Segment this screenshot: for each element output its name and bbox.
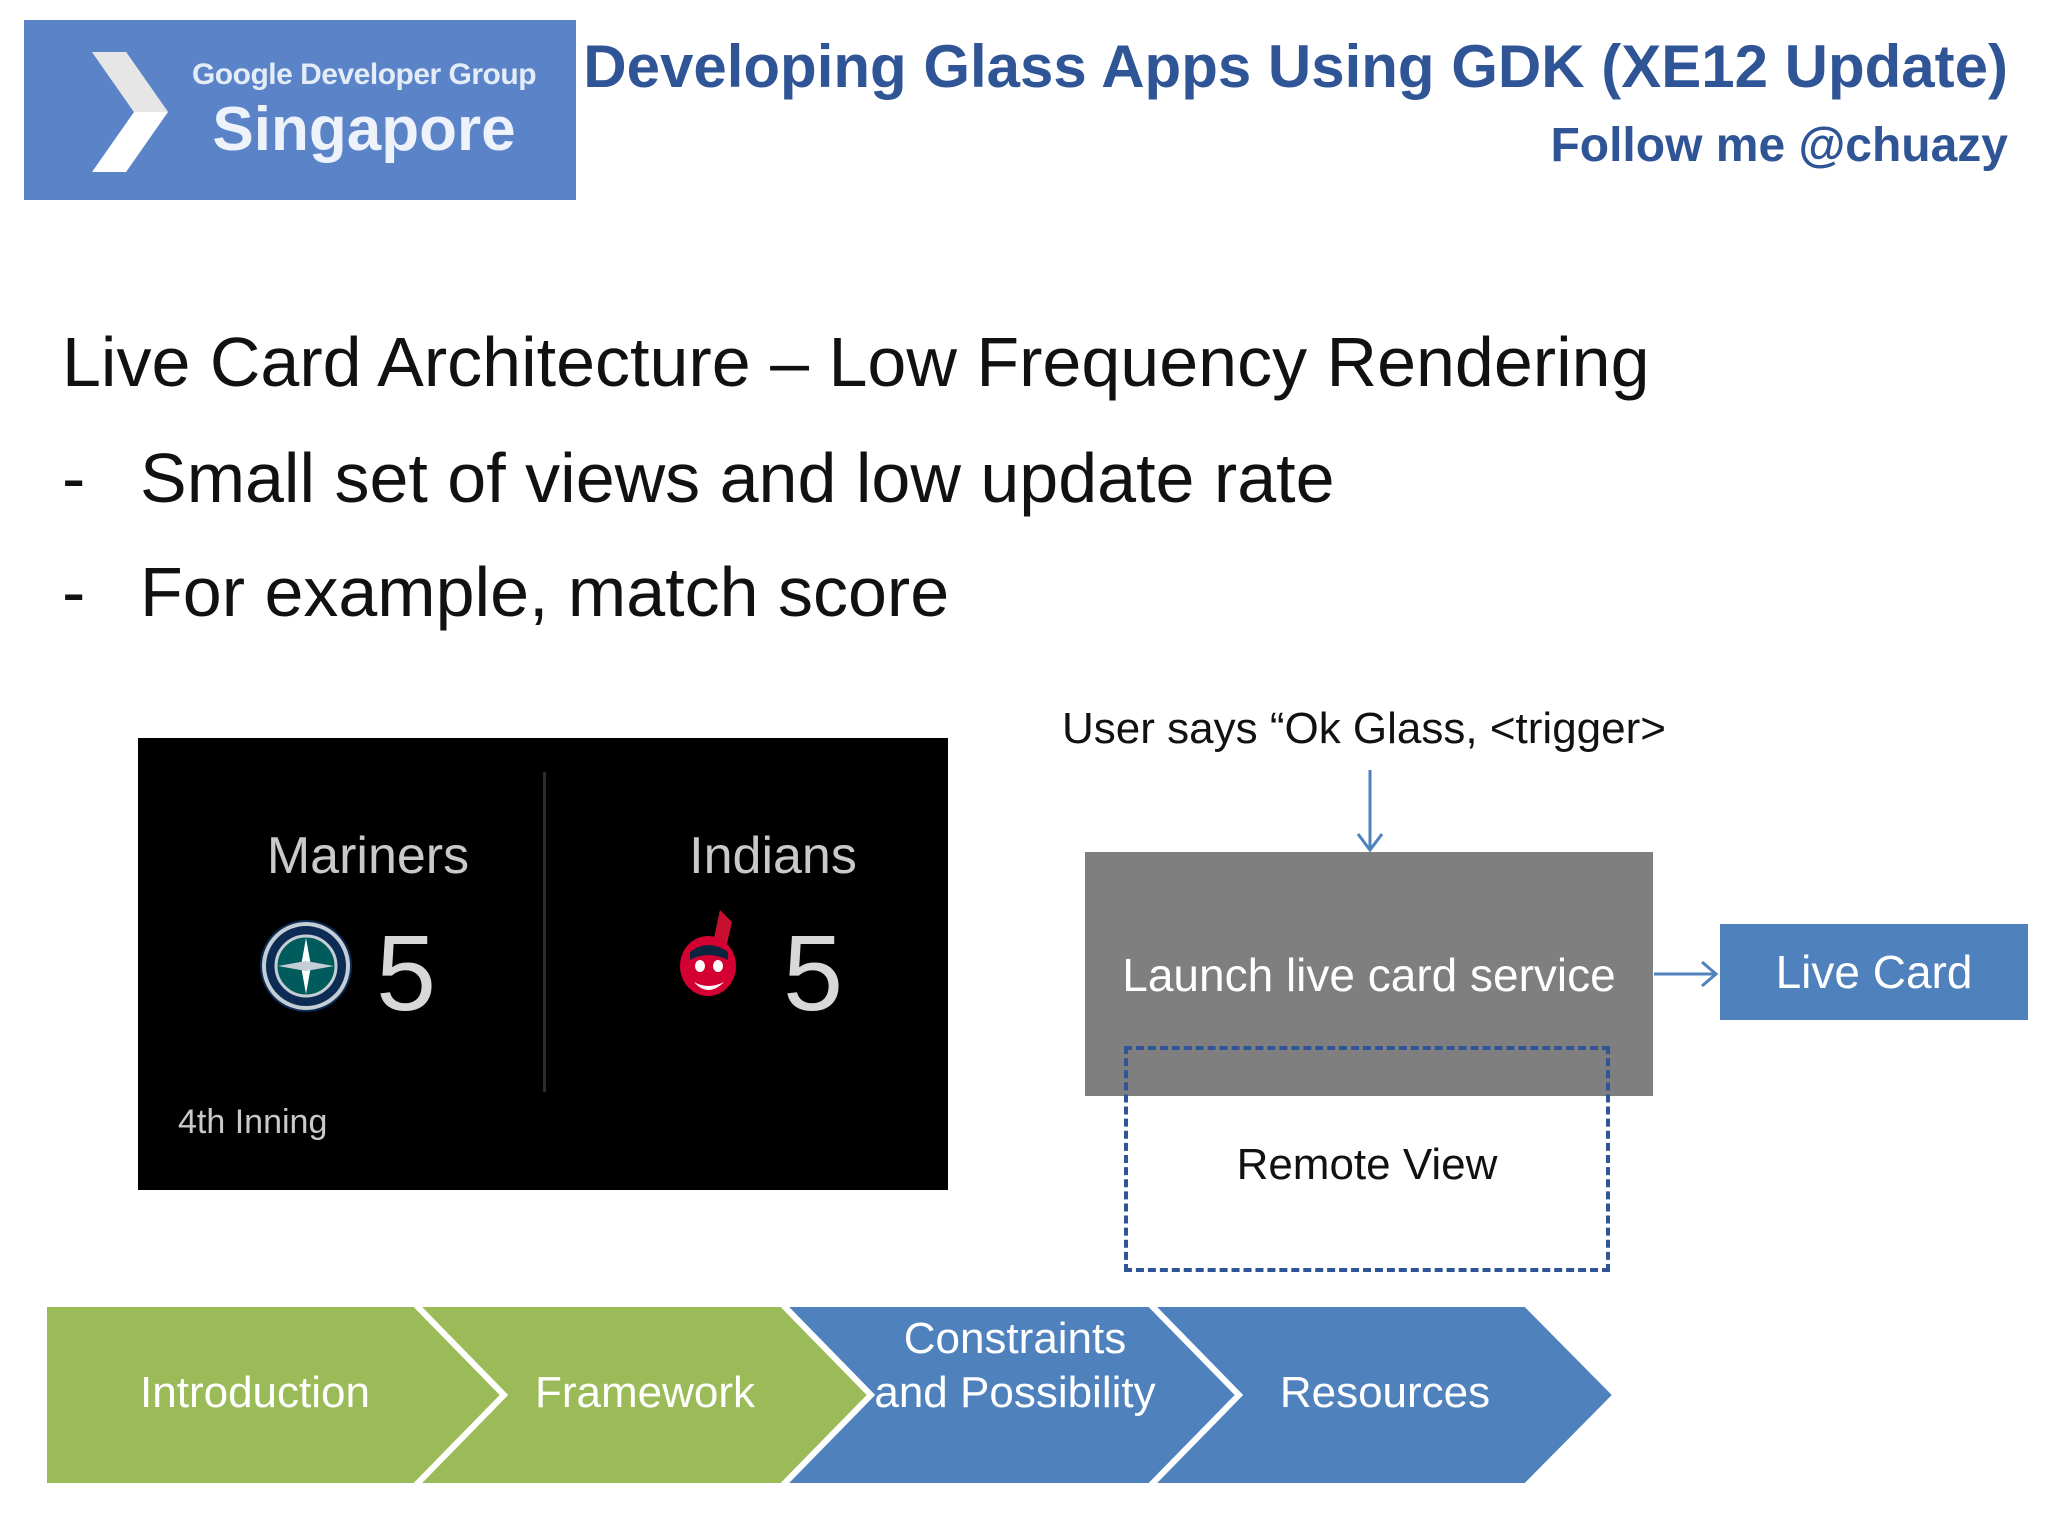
nav-label-resources: Resources xyxy=(1279,1368,1491,1417)
gdg-singapore-logo: Google Developer Group Singapore xyxy=(24,20,576,200)
chevron-right-icon xyxy=(92,52,168,172)
arrow-right-icon xyxy=(1654,960,1719,988)
nav-label-constraints: Constraints and Possibility xyxy=(874,1314,1156,1417)
arrow-down-icon xyxy=(1356,770,1384,853)
nav-label-framework: Framework xyxy=(534,1368,756,1417)
remote-view-label: Remote View xyxy=(1236,1140,1498,1189)
header-subtitle: Follow me @chuazy xyxy=(1550,119,2008,172)
logo-line2: Singapore xyxy=(212,95,516,164)
nav-step-resources[interactable] xyxy=(1142,1301,1620,1489)
live-card-box: Live Card xyxy=(1720,924,2028,1020)
remote-view-box: Remote View xyxy=(1124,1046,1610,1272)
bullet-item: -For example, match score xyxy=(62,552,949,632)
nav-label-introduction: Introduction xyxy=(140,1368,370,1417)
bullet-text: For example, match score xyxy=(140,553,950,631)
logo-line1: Google Developer Group xyxy=(191,58,537,91)
section-progress-nav xyxy=(41,1301,1620,1489)
indians-chief-logo-icon xyxy=(680,910,736,996)
bullet-dash: - xyxy=(62,439,86,517)
team2-score: 5 xyxy=(783,912,844,1033)
service-label: Launch live card service xyxy=(1122,949,1616,1001)
inning-label: 4th Inning xyxy=(178,1103,328,1141)
slide-title: Live Card Architecture – Low Frequency R… xyxy=(62,323,1650,401)
team1-score: 5 xyxy=(376,912,437,1033)
score-divider xyxy=(543,772,546,1092)
team2-name: Indians xyxy=(689,827,857,885)
live-card-service-box: Launch live card service xyxy=(1085,852,1653,1096)
team1-name: Mariners xyxy=(266,827,470,885)
score-card-image: Mariners Indians 5 5 4th Inning xyxy=(138,738,948,1190)
bullet-text: Small set of views and low update rate xyxy=(140,439,1335,517)
mariners-compass-logo-icon xyxy=(260,920,352,1012)
trigger-text: User says “Ok Glass, <trigger> xyxy=(1062,704,1666,753)
bullet-dash: - xyxy=(62,553,86,631)
bullet-item: -Small set of views and low update rate xyxy=(62,438,1335,518)
header-title: Developing Glass Apps Using GDK (XE12 Up… xyxy=(583,33,2008,100)
